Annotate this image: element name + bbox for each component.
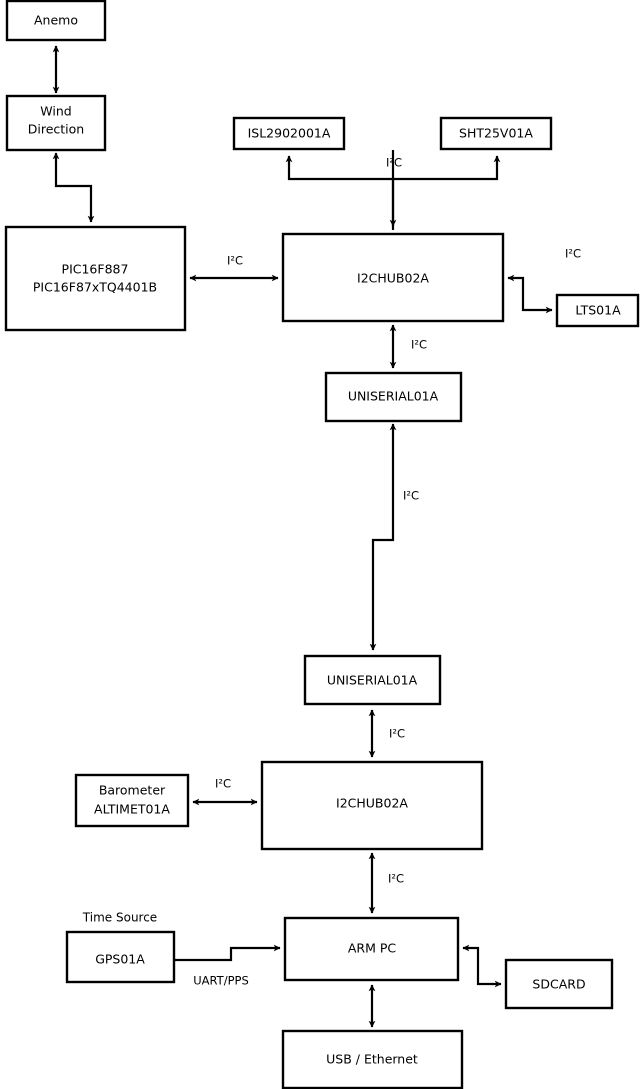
node-hub-bottom[interactable]: I2CHUB02A xyxy=(260,760,484,851)
node-wind-direction[interactable]: Wind Direction xyxy=(5,94,107,152)
node-label-uniserial-top: UNISERIAL01A xyxy=(348,389,439,404)
edge-line-hubtop-sht xyxy=(393,155,501,181)
node-box-wind-direction[interactable] xyxy=(5,94,107,152)
node-box-uniserial-top[interactable] xyxy=(324,371,463,423)
node-box-usb-ethernet[interactable] xyxy=(281,1029,464,1089)
node-label-anemo: Anemo xyxy=(34,13,78,28)
edge-hubtop-uniserialtop: I²C xyxy=(389,324,427,369)
node-label-gps: GPS01A xyxy=(95,952,145,967)
node-label-wind-direction-line2: Direction xyxy=(28,122,84,137)
node-box-anemo[interactable] xyxy=(5,0,107,42)
edge-line-gps-armpc xyxy=(174,944,281,962)
edge-hubtop-lts: I²C xyxy=(507,247,581,314)
node-box-uniserial-bottom[interactable] xyxy=(303,654,442,706)
node-barometer[interactable]: Barometer ALTIMET01A xyxy=(74,773,190,828)
node-box-lts[interactable] xyxy=(555,293,640,328)
node-box-armpc[interactable] xyxy=(283,916,460,982)
node-armpc[interactable]: ARM PC xyxy=(283,916,460,982)
node-label-pic-line1: PIC16F887 xyxy=(62,262,129,277)
node-box-sdcard[interactable] xyxy=(504,958,614,1010)
node-hub-top[interactable]: I2CHUB02A xyxy=(281,232,505,323)
edge-label-pic-hubtop: I²C xyxy=(227,254,243,268)
node-box-pic[interactable] xyxy=(4,225,187,332)
edge-hubtop-sensors: I²C xyxy=(285,150,501,230)
node-box-hub-bottom[interactable] xyxy=(260,760,484,851)
node-label-hub-top: I2CHUB02A xyxy=(357,271,429,286)
node-label-wind-direction-line1: Wind xyxy=(40,104,71,119)
node-box-barometer[interactable] xyxy=(74,773,190,828)
node-box-sht[interactable] xyxy=(439,116,553,151)
edge-label-hubtop-sensors: I²C xyxy=(386,156,402,170)
edge-uniserialbot-hubbot: I²C xyxy=(368,709,405,758)
edge-line-hubtop-lts xyxy=(507,274,553,314)
node-label-sht: SHT25V01A xyxy=(459,126,533,141)
edge-label-barometer-hubbot: I²C xyxy=(215,777,231,791)
edge-pic-wind xyxy=(52,152,95,223)
node-label-barometer-line2: ALTIMET01A xyxy=(94,802,170,817)
node-label-armpc: ARM PC xyxy=(348,941,397,956)
node-label-usb-ethernet: USB / Ethernet xyxy=(326,1052,418,1067)
node-sdcard[interactable]: SDCARD xyxy=(504,958,614,1010)
node-lts[interactable]: LTS01A xyxy=(555,293,640,328)
node-gps[interactable]: GPS01A xyxy=(65,930,176,984)
node-box-hub-top[interactable] xyxy=(281,232,505,323)
annotation-time-source: Time Source xyxy=(82,911,157,925)
node-isl[interactable]: ISL2902001A xyxy=(232,116,346,151)
edge-hubbot-armpc: I²C xyxy=(368,852,404,914)
edge-line-pic-wind xyxy=(52,152,95,223)
edge-label-hubtop-uniserialtop: I²C xyxy=(411,338,427,352)
edge-label-uniserial-link: I²C xyxy=(403,489,419,503)
node-pic[interactable]: PIC16F887 PIC16F87xTQ4401B xyxy=(4,225,187,332)
edge-armpc-sdcard xyxy=(462,944,502,988)
edge-label-gps-armpc: UART/PPS xyxy=(193,974,249,988)
node-label-sdcard: SDCARD xyxy=(532,977,585,992)
node-label-pic-line2: PIC16F87xTQ4401B xyxy=(33,280,157,295)
node-usb-ethernet[interactable]: USB / Ethernet xyxy=(281,1029,464,1089)
node-label-lts: LTS01A xyxy=(575,303,621,318)
node-sht[interactable]: SHT25V01A xyxy=(439,116,553,151)
node-box-isl[interactable] xyxy=(232,116,346,151)
edge-label-hubtop-lts: I²C xyxy=(565,247,581,261)
edge-line-armpc-sdcard xyxy=(462,944,502,988)
edge-gps-armpc: UART/PPS xyxy=(174,944,281,988)
node-box-gps[interactable] xyxy=(65,930,176,984)
edge-barometer-hubbot: I²C xyxy=(192,777,258,806)
edge-line-uniserial-link xyxy=(369,423,397,651)
edge-pic-hubtop: I²C xyxy=(189,254,279,282)
edge-uniserialtop-uniserialbot: I²C xyxy=(369,423,419,651)
node-uniserial-bottom[interactable]: UNISERIAL01A xyxy=(303,654,442,706)
node-label-uniserial-bottom: UNISERIAL01A xyxy=(327,673,418,688)
node-anemo[interactable]: Anemo xyxy=(5,0,107,42)
node-label-barometer-line1: Barometer xyxy=(99,783,166,798)
node-label-hub-bottom: I2CHUB02A xyxy=(336,796,408,811)
node-label-isl: ISL2902001A xyxy=(248,126,331,141)
node-uniserial-top[interactable]: UNISERIAL01A xyxy=(324,371,463,423)
edge-label-hubbot-armpc: I²C xyxy=(388,872,404,886)
edge-label-uniserialbot-hubbot: I²C xyxy=(389,727,405,741)
